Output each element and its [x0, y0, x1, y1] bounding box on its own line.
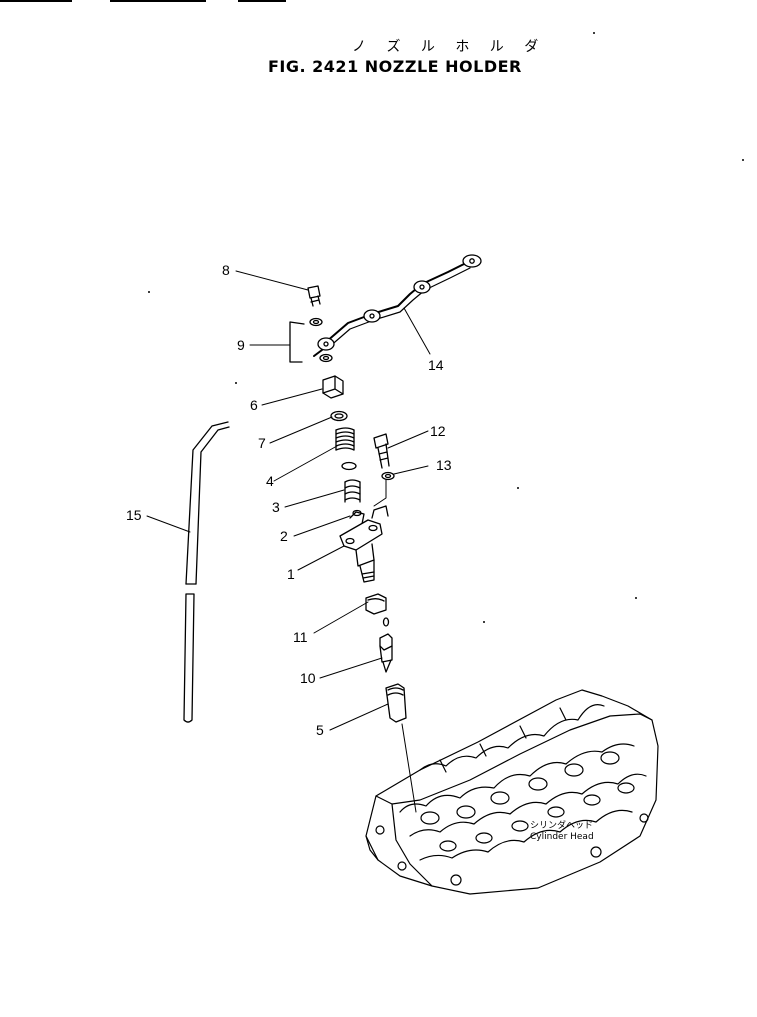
washers-9	[289, 317, 333, 363]
callout-4: 4	[266, 473, 274, 489]
retaining-nut-6	[322, 375, 344, 399]
washer-7	[330, 410, 348, 422]
figure-title: FIG. 2421 NOZZLE HOLDER	[268, 57, 522, 76]
washer-13	[381, 471, 395, 481]
leader-lines	[146, 270, 431, 813]
spring-4	[335, 427, 357, 471]
cylinder-head-label: Cylinder Head	[530, 832, 594, 842]
nozzle-10	[379, 633, 393, 673]
spring-seat-3	[344, 479, 361, 503]
injection-pipe	[313, 254, 482, 357]
top-rule-3	[238, 0, 286, 2]
callout-15: 15	[126, 507, 142, 523]
cylinder-head	[365, 689, 659, 895]
nozzle-holder-body-1	[339, 505, 389, 583]
callout-14: 14	[428, 357, 444, 373]
callout-3: 3	[272, 499, 280, 515]
callout-6: 6	[250, 397, 258, 413]
top-rule-2	[110, 0, 206, 2]
callout-13: 13	[436, 457, 452, 473]
bolt-12	[373, 433, 390, 469]
callout-7: 7	[258, 435, 266, 451]
cylinder-head-label-japanese: シリンダヘッド	[530, 819, 593, 831]
callout-11: 11	[293, 629, 308, 645]
callout-10: 10	[300, 670, 316, 686]
callout-2: 2	[280, 528, 288, 544]
callout-9: 9	[237, 337, 245, 353]
callout-5: 5	[316, 722, 324, 738]
callout-labels: 8 9 14 6 7 12 4 13 3 15 2 1 11 10 5 シリンダ…	[126, 262, 594, 842]
nozzle-nut-11	[365, 593, 390, 627]
scan-specks	[148, 32, 744, 623]
callout-1: 1	[287, 566, 295, 582]
leak-off-pipe-15	[183, 421, 230, 723]
title-japanese: ノ ズ ル ホ ル ダ	[352, 39, 547, 55]
top-rule-1	[0, 0, 72, 2]
callout-8: 8	[222, 262, 230, 278]
callout-12: 12	[430, 423, 446, 439]
nozzle-sleeve-5	[385, 683, 407, 723]
bolt-8	[307, 285, 321, 307]
